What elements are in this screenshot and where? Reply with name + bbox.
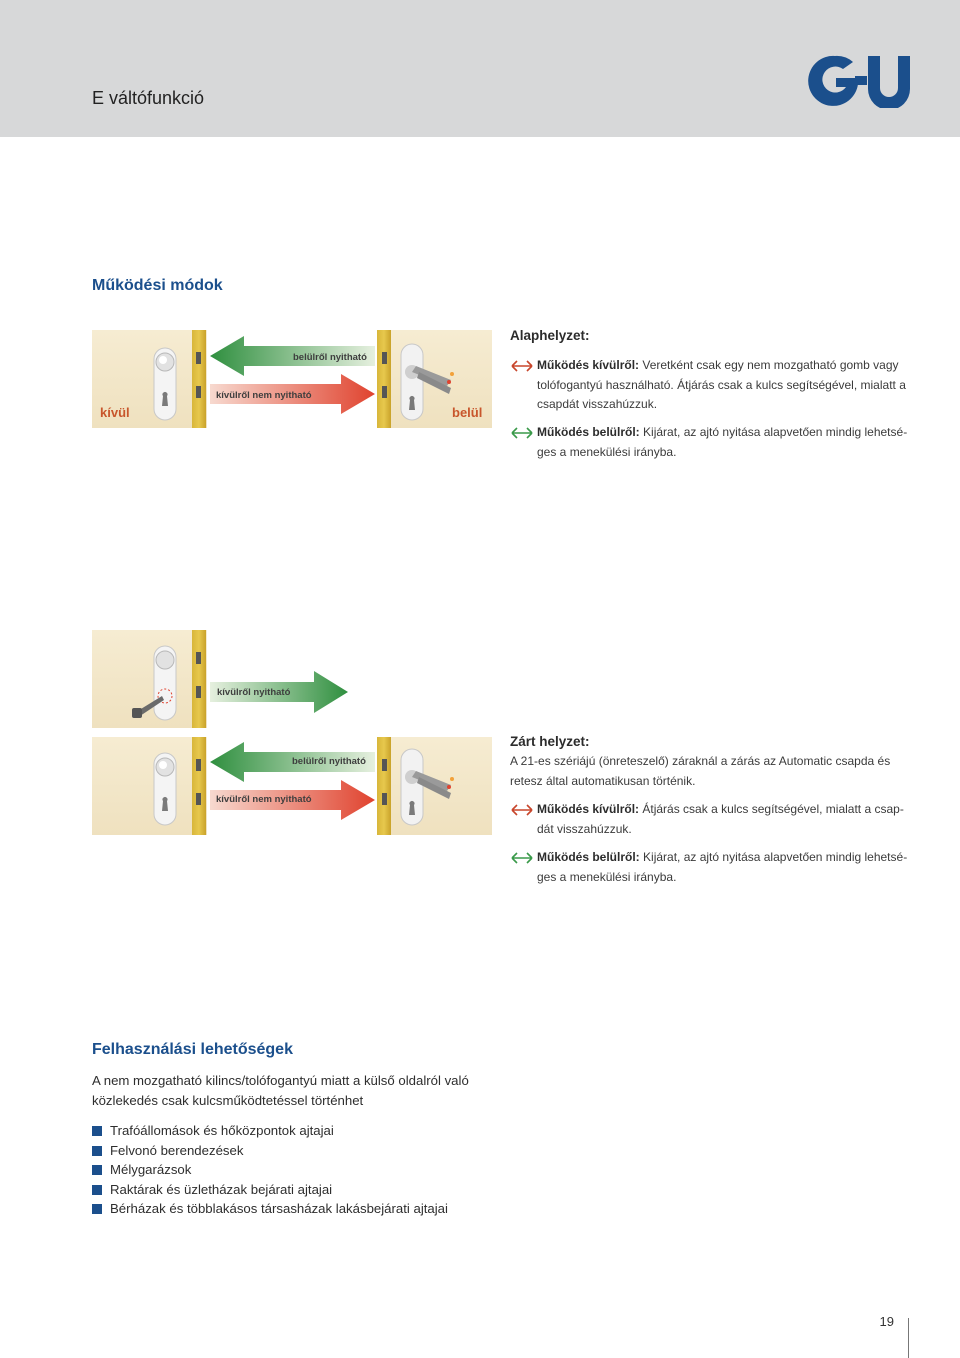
locked-outside-text: Működés kívülről: Átjárás csak a kulcs s…: [537, 802, 904, 836]
direction-arrow-outside-open: [210, 671, 348, 713]
door-outside-panel-2: [92, 737, 207, 835]
arrow-label-inside-openable: belülről nyitható: [293, 352, 367, 363]
list-item: Bérházak és többlakásos társasházak laká…: [92, 1199, 448, 1219]
page-number: 19: [879, 1314, 894, 1329]
applications-list: Trafóállomások és hőközpontok ajtajai Fe…: [92, 1121, 448, 1219]
inside-label: belül: [452, 405, 483, 420]
arrow-label-outside-openable: kívülről nyitható: [217, 687, 291, 698]
basic-position-heading: Alaphelyzet:: [510, 328, 590, 343]
applications-intro: A nem mozgatható kilincs/tolófogantyú mi…: [92, 1073, 469, 1108]
locked-intro-text: A 21-es szériájú (önreteszelő) záraknál …: [510, 754, 891, 788]
arrow-label-inside-openable-2: belülről nyitható: [292, 756, 366, 767]
arrow-label-outside-not-openable: kívülről nem nyitható: [216, 390, 312, 401]
direction-arrow-green-icon: [511, 427, 533, 439]
direction-arrow-red-icon: [511, 804, 533, 816]
arrow-label-outside-not-openable-2: kívülről nem nyitható: [216, 794, 312, 805]
page-number-rule: [908, 1318, 909, 1358]
section-title-operating-modes: Működési módok: [92, 277, 223, 294]
knob-escutcheon-icon: [153, 347, 177, 421]
key-in-lock-icon: [132, 645, 177, 721]
door-outside-key-panel: [92, 630, 207, 728]
knob-escutcheon-icon: [153, 752, 177, 826]
section-title-applications: Felhasználási lehetőségek: [92, 1041, 293, 1058]
list-item: Trafóállomások és hőközpontok ajtajai: [92, 1121, 448, 1141]
page-title: E váltófunkció: [92, 88, 205, 108]
lever-handle-icon: [400, 748, 454, 826]
page-header: E váltófunkció: [0, 0, 960, 137]
direction-arrow-green-icon: [511, 852, 533, 864]
direction-arrows: [210, 336, 375, 414]
outside-label: kívül: [100, 405, 130, 420]
list-item: Raktárak és üzletházak bejárati ajtajai: [92, 1180, 448, 1200]
direction-arrows-2: [210, 742, 375, 820]
basic-outside-text: Működés kívülről: Veretként csak egy nem…: [537, 358, 906, 411]
basic-inside-text: Működés belülről: Kijárat, az ajtó nyitá…: [537, 425, 908, 459]
gu-logo: [808, 55, 910, 108]
door-outside-panel: [92, 330, 207, 428]
locked-inside-text: Működés belülről: Kijárat, az ajtó nyitá…: [537, 850, 908, 884]
door-inside-panel-2: [377, 737, 492, 835]
locked-position-heading: Zárt helyzet:: [510, 734, 590, 749]
door-inside-panel: [377, 330, 492, 428]
direction-arrow-red-icon: [511, 360, 533, 372]
lever-handle-icon: [400, 343, 454, 421]
list-item: Mélygarázsok: [92, 1160, 448, 1180]
list-item: Felvonó berendezések: [92, 1141, 448, 1161]
